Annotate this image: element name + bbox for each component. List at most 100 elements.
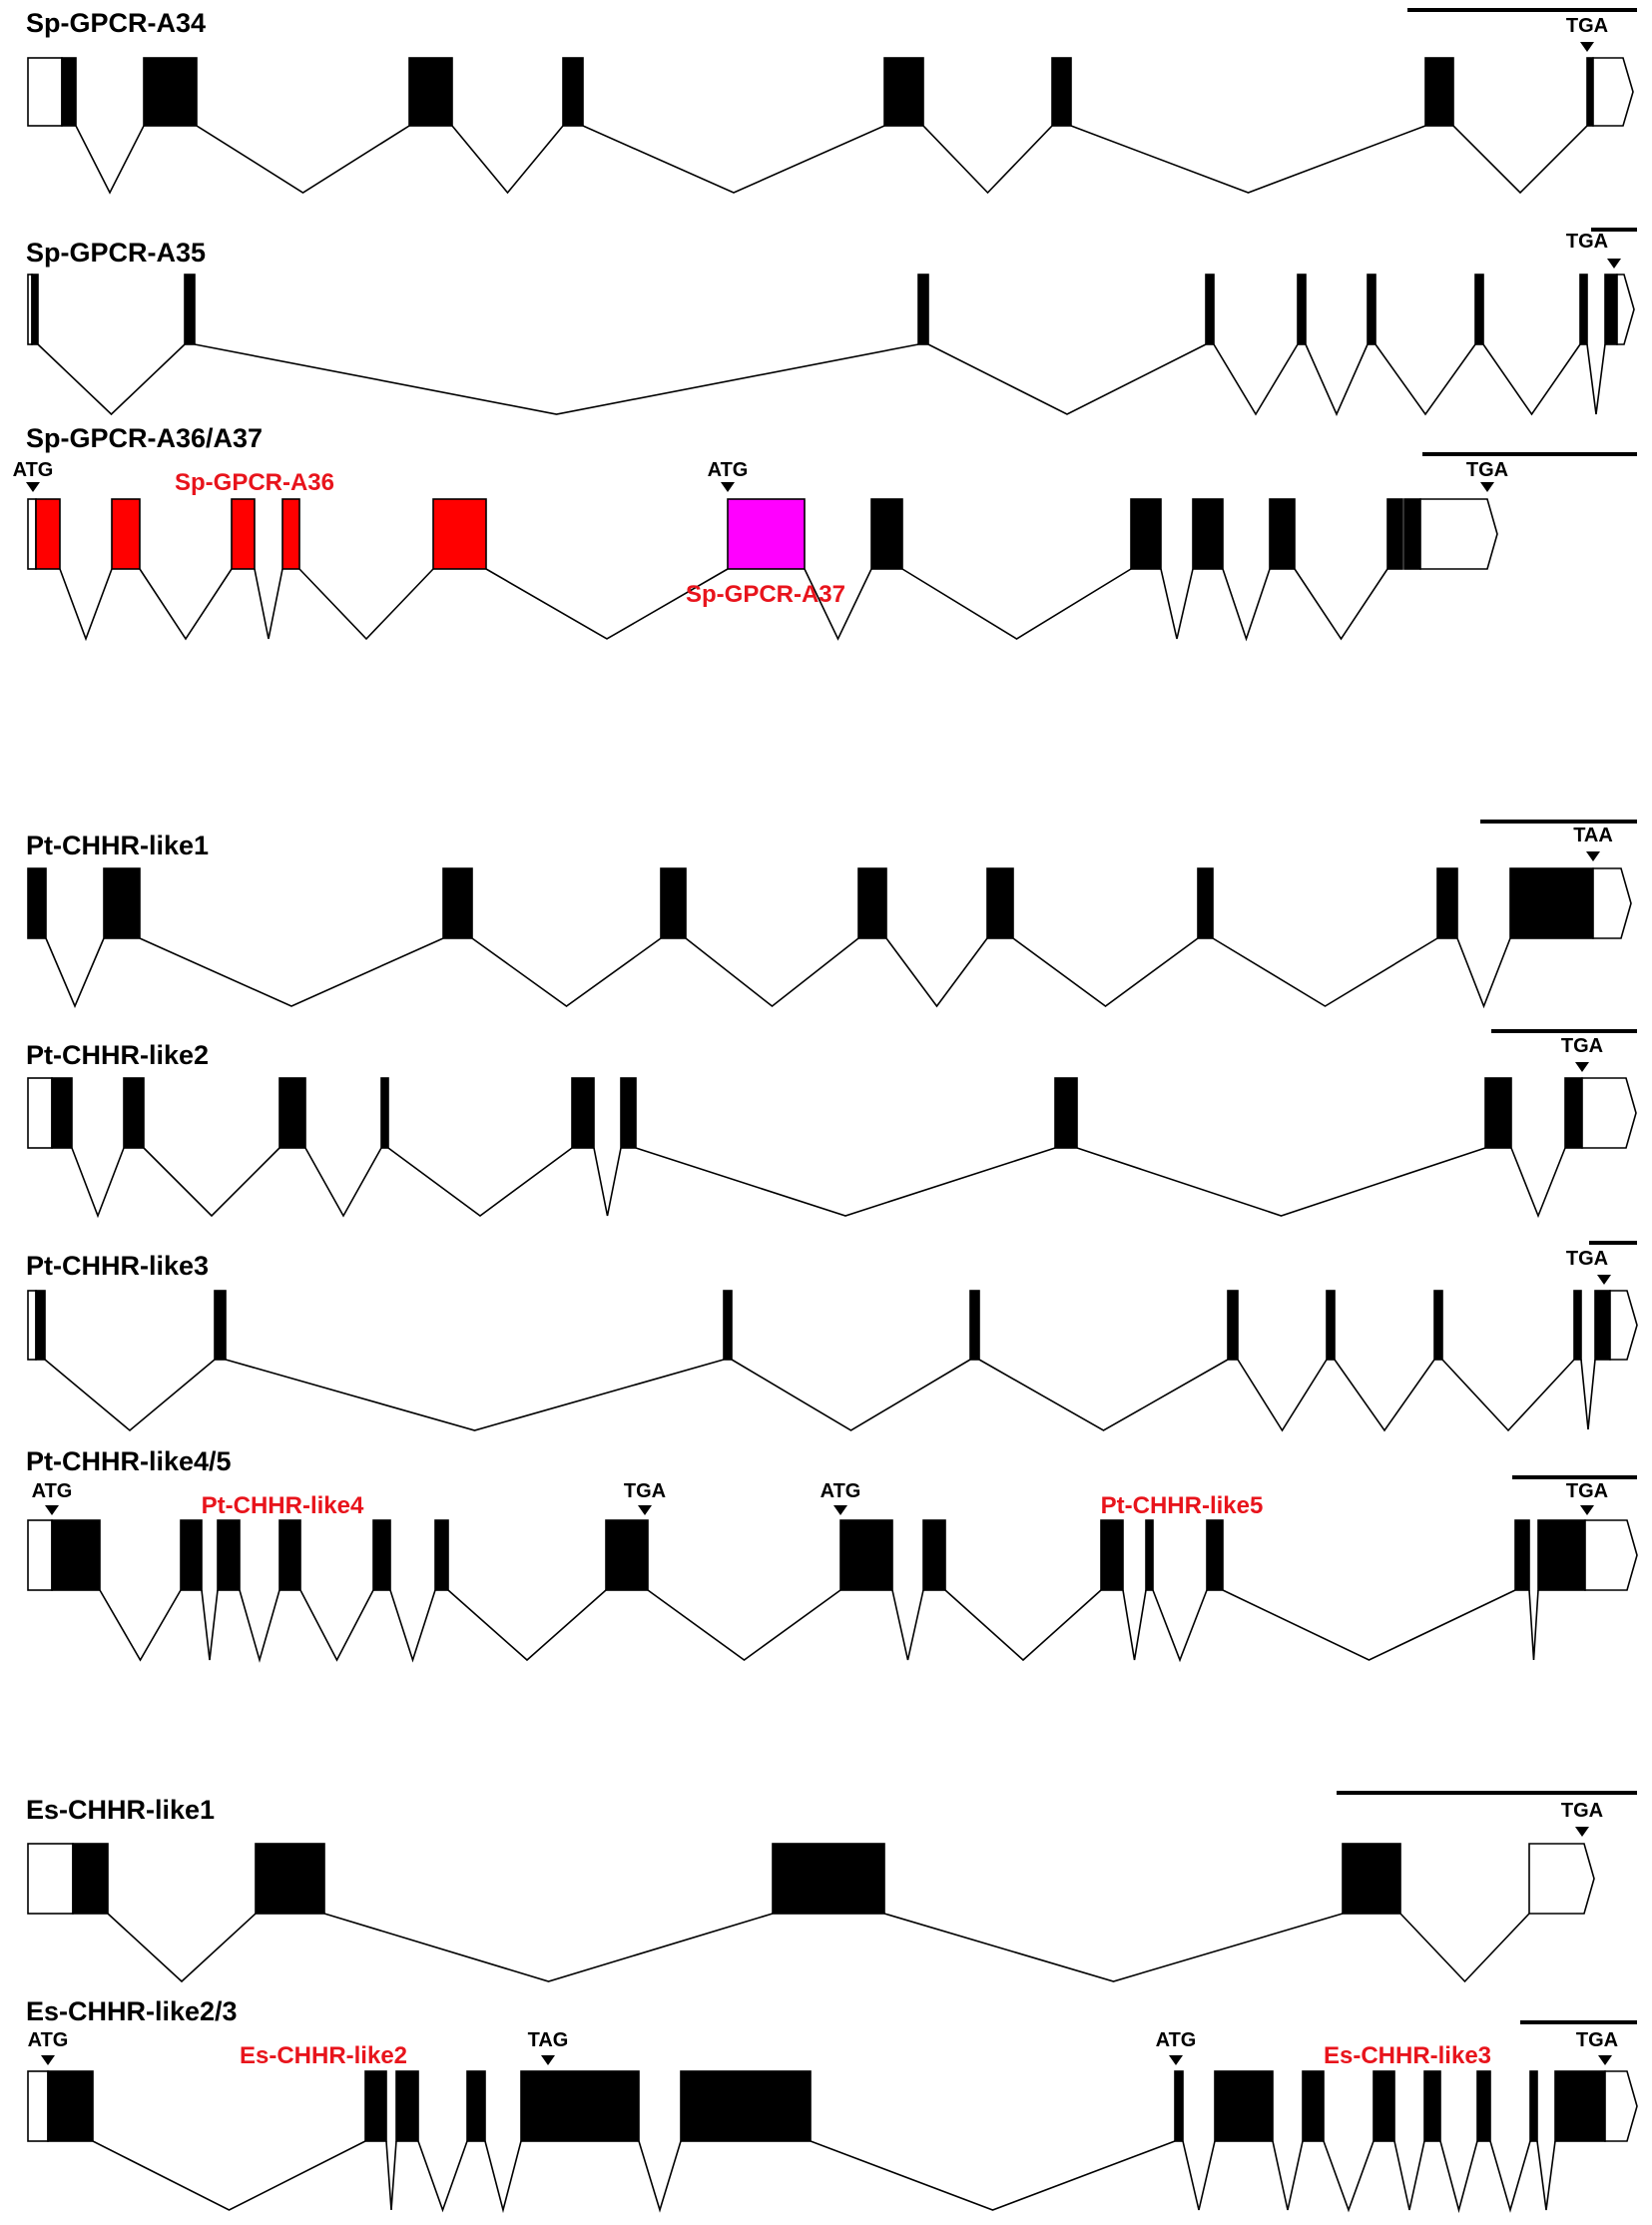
intron-line (1456, 937, 1511, 1009)
utr-exon-end (1584, 1519, 1638, 1591)
utr-exon-end (1581, 1077, 1637, 1149)
intron-line (225, 1359, 725, 1431)
coding-exon (723, 1290, 733, 1361)
codon-label: TGA (1466, 459, 1508, 481)
intron-line (1213, 343, 1299, 416)
intron-line (45, 937, 105, 1009)
intron-line (1122, 1589, 1147, 1661)
coding-exon (969, 1290, 980, 1361)
coding-exon (1205, 274, 1215, 345)
codon-marker-triangle (1480, 482, 1494, 492)
gene-title: Es-CHHR-like2/3 (26, 1996, 238, 2026)
utr-exon (27, 57, 63, 127)
intron-line (299, 1589, 374, 1662)
intron-line (37, 343, 186, 416)
magenta-exon (727, 498, 806, 570)
intron-line (1528, 1589, 1539, 1661)
codon-label: TGA (624, 1480, 666, 1502)
intron-line (143, 1147, 280, 1218)
intron-line (1323, 2140, 1375, 2213)
red-exon (111, 498, 141, 570)
utr-exon-end (1592, 57, 1634, 127)
intron-line (75, 125, 145, 195)
intron-line (385, 2140, 397, 2211)
codon-marker-triangle (541, 2055, 555, 2065)
coding-exon (922, 1519, 946, 1591)
intron-line (1222, 568, 1271, 642)
subgene-label: Es-CHHR-like2 (240, 2042, 407, 2069)
intron-line (107, 1913, 257, 1983)
intron-line (1586, 343, 1606, 415)
intron-line (1399, 1913, 1530, 1983)
utr-exon (27, 1077, 53, 1149)
coding-exon (1554, 2070, 1606, 2142)
intron-line (323, 1913, 774, 1982)
codon-label: ATG (821, 1480, 861, 1502)
coding-exon (1474, 274, 1484, 345)
intron-line (927, 343, 1207, 415)
intron-line (638, 2140, 682, 2213)
intron-line (1212, 937, 1438, 1007)
codon-marker-triangle (1586, 851, 1600, 861)
coding-exon (31, 274, 39, 345)
coding-exon (1604, 274, 1618, 345)
intron-line (647, 1589, 841, 1661)
utr-exon (27, 1843, 74, 1915)
coding-exon (35, 1290, 46, 1361)
coding-exon (660, 867, 687, 939)
utr-exon-end (1419, 498, 1498, 570)
coding-exon (380, 1077, 389, 1149)
utr-exon (27, 1519, 53, 1591)
coding-exon (1206, 1519, 1224, 1591)
coding-exon (883, 57, 924, 127)
utr-exon-end (1609, 1290, 1638, 1361)
intron-line (922, 125, 1053, 195)
coding-exon (364, 2070, 387, 2142)
codon-marker-triangle (1169, 2055, 1183, 2065)
intron-line (582, 125, 885, 194)
intron-line (451, 125, 564, 195)
intron-line (1182, 2140, 1216, 2211)
coding-exon (434, 1519, 449, 1591)
intron-line (1489, 2140, 1531, 2213)
coding-exon (986, 867, 1014, 939)
coding-exon (1100, 1519, 1124, 1591)
coding-exon (278, 1519, 301, 1591)
coding-exon (466, 2070, 486, 2142)
intron-line (1452, 125, 1588, 195)
utr-exon (27, 498, 37, 570)
subgene-label: Es-CHHR-like3 (1324, 2042, 1491, 2069)
coding-exon (1130, 498, 1162, 570)
coding-exon (620, 1077, 637, 1149)
coding-exon (1514, 1519, 1530, 1591)
coding-exon (1197, 867, 1214, 939)
intron-line (685, 937, 859, 1008)
intron-line (1305, 343, 1369, 416)
intron-line (387, 1147, 573, 1217)
intron-line (447, 1589, 607, 1662)
intron-line (139, 937, 444, 1007)
intron-line (1580, 1359, 1596, 1430)
coding-exon (1269, 498, 1296, 570)
intron-line (471, 937, 662, 1007)
coding-exon (1214, 2070, 1274, 2142)
coding-exon (1192, 498, 1224, 570)
intron-line (891, 1589, 924, 1661)
gene-title: Pt-CHHR-like1 (26, 831, 209, 860)
coding-exon (214, 1290, 227, 1361)
intron-line (593, 1147, 622, 1217)
intron-line (1536, 2140, 1556, 2211)
intron-line (1076, 1147, 1486, 1217)
gene-title: Es-CHHR-like1 (26, 1795, 215, 1825)
codon-label: TGA (1566, 1248, 1608, 1270)
codon-marker-triangle (638, 1505, 652, 1515)
intron-line (92, 2140, 366, 2211)
coding-exon (1054, 1077, 1078, 1149)
coding-exon (1302, 2070, 1325, 2142)
coding-exon (51, 1519, 101, 1591)
intron-line (804, 568, 872, 641)
